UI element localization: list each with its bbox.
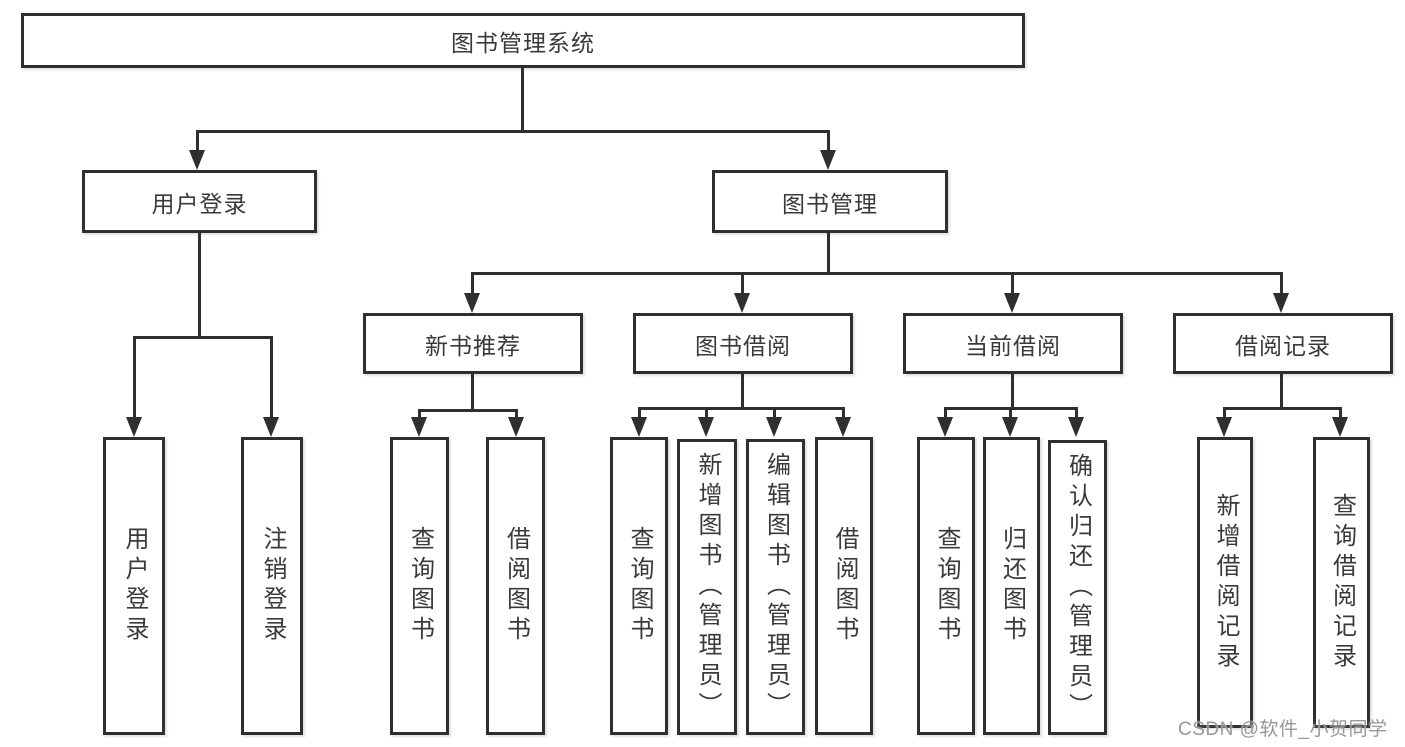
connector-line <box>1280 374 1283 407</box>
connector-line <box>196 130 830 133</box>
node-label: 查询图书 <box>626 526 653 646</box>
connector-line <box>471 272 1283 275</box>
node-label: 用户登录 <box>151 190 248 217</box>
arrow-down-icon <box>263 417 279 437</box>
node-label: 归还图书 <box>998 526 1026 646</box>
connector-line <box>418 409 518 412</box>
node-user-login: 用户登录 <box>82 170 317 233</box>
leaf-current-confirm-return-admin: 确认归还（管理员） <box>1048 440 1107 735</box>
node-label: 确认归还（管理员） <box>1064 452 1092 723</box>
arrow-down-icon <box>1332 417 1348 437</box>
connector-line <box>827 130 830 150</box>
node-library-management-system: 图书管理系统 <box>21 13 1025 68</box>
node-label: 查询图书 <box>933 526 960 646</box>
node-new-book-recommend: 新书推荐 <box>363 313 583 374</box>
node-label: 借阅记录 <box>1235 332 1331 359</box>
arrow-down-icon <box>126 417 142 437</box>
node-label: 新增借阅记录 <box>1212 492 1239 673</box>
node-label: 新增图书（管理员） <box>694 452 721 722</box>
node-label: 图书借阅 <box>695 332 791 359</box>
connector-line <box>944 407 947 417</box>
node-label: 查询借阅记录 <box>1328 492 1356 673</box>
connector-line <box>471 374 474 409</box>
arrow-down-icon <box>508 417 524 437</box>
connector-line <box>418 409 421 417</box>
leaf-current-query-book: 查询图书 <box>917 437 975 735</box>
node-label: 图书管理系统 <box>451 29 595 56</box>
arrow-down-icon <box>820 150 836 170</box>
leaf-borrow-borrow-book: 借阅图书 <box>815 437 873 735</box>
leaf-records-query-borrow-record: 查询借阅记录 <box>1313 437 1370 728</box>
leaf-records-add-borrow-record: 新增借阅记录 <box>1197 437 1253 728</box>
leaf-recommend-query-book: 查询图书 <box>390 437 449 735</box>
arrow-down-icon <box>766 417 782 437</box>
arrow-down-icon <box>1004 293 1020 313</box>
connector-line <box>471 272 474 293</box>
arrow-down-icon <box>1273 293 1289 313</box>
leaf-user-login: 用户登录 <box>103 437 165 735</box>
arrow-down-icon <box>698 417 714 437</box>
connector-line <box>842 407 845 417</box>
arrow-down-icon <box>631 417 647 437</box>
leaf-recommend-borrow-book: 借阅图书 <box>486 437 545 735</box>
connector-line <box>1223 407 1226 417</box>
node-label: 图书管理 <box>782 190 878 217</box>
node-current-borrow: 当前借阅 <box>903 313 1123 374</box>
arrow-down-icon <box>464 293 480 313</box>
csdn-watermark: CSDN @软件_小贺同学 <box>1178 719 1388 740</box>
leaf-borrow-edit-book-admin: 编辑图书（管理员） <box>746 439 805 735</box>
connector-line <box>638 407 641 417</box>
node-label: 注销登录 <box>259 526 286 646</box>
node-label: 借阅图书 <box>831 526 858 646</box>
node-label: 用户登录 <box>121 526 148 646</box>
connector-line <box>1280 272 1283 293</box>
node-borrow-records: 借阅记录 <box>1173 313 1393 374</box>
arrow-down-icon <box>835 417 851 437</box>
arrow-down-icon <box>937 417 953 437</box>
leaf-borrow-add-book-admin: 新增图书（管理员） <box>677 439 737 735</box>
arrow-down-icon <box>1216 417 1232 437</box>
node-label: 编辑图书（管理员） <box>762 452 790 722</box>
node-label: 新书推荐 <box>425 332 521 359</box>
connector-line <box>270 336 273 417</box>
connector-line <box>521 68 524 130</box>
connector-line <box>1075 407 1078 417</box>
node-label: 当前借阅 <box>965 332 1061 359</box>
arrow-down-icon <box>189 150 205 170</box>
connector-line <box>827 233 830 272</box>
node-label: 查询图书 <box>406 526 434 646</box>
connector-line <box>741 272 744 293</box>
connector-line <box>1011 272 1014 293</box>
connector-line <box>705 407 708 417</box>
connector-line <box>133 336 273 339</box>
arrow-down-icon <box>411 417 427 437</box>
connector-line <box>196 130 199 150</box>
arrow-down-icon <box>1002 417 1018 437</box>
leaf-current-return-book: 归还图书 <box>983 437 1040 735</box>
connector-line <box>741 374 744 407</box>
connector-line <box>1011 374 1014 407</box>
connector-line <box>1339 407 1342 417</box>
leaf-logout-login: 注销登录 <box>241 437 303 735</box>
connector-line <box>515 409 518 417</box>
leaf-borrow-query-book: 查询图书 <box>610 437 668 735</box>
connector-line <box>1223 407 1342 410</box>
connector-line <box>1009 407 1012 417</box>
arrow-down-icon <box>734 293 750 313</box>
connector-line <box>773 407 776 417</box>
node-book-management: 图书管理 <box>712 170 948 233</box>
arrow-down-icon <box>1068 417 1084 437</box>
connector-line <box>638 407 845 410</box>
connector-line <box>133 336 136 417</box>
connector-line <box>198 233 201 336</box>
node-book-borrow: 图书借阅 <box>633 313 853 374</box>
node-label: 借阅图书 <box>502 526 530 646</box>
